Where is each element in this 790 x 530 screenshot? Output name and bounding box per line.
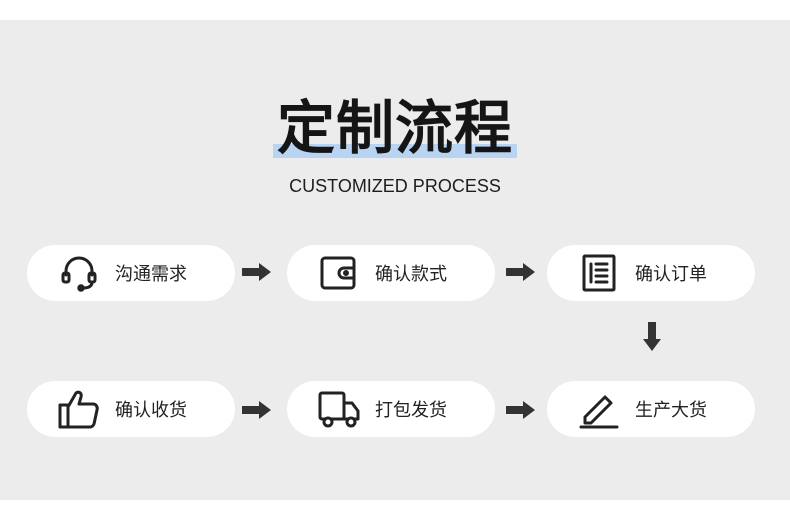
headset-icon: [57, 251, 101, 295]
arrow-right-icon: [242, 263, 271, 281]
page-subtitle: CUSTOMIZED PROCESS: [289, 176, 501, 196]
pen-edit-icon: [577, 387, 621, 431]
arrow-right-icon: [242, 401, 271, 419]
step-label: 确认款式: [375, 264, 447, 285]
arrow-down-icon: [643, 322, 661, 351]
step-communicate: 沟通需求: [27, 245, 235, 301]
title-wrap: 定制流程: [0, 96, 790, 160]
step-pack-ship: 打包发货: [287, 381, 495, 437]
arrow-right-icon: [506, 401, 535, 419]
arrow-right-icon: [506, 263, 535, 281]
step-label: 打包发货: [375, 400, 447, 421]
step-label: 确认订单: [635, 264, 707, 285]
delivery-truck-icon: [317, 387, 361, 431]
step-label: 沟通需求: [115, 264, 187, 285]
page-title: 定制流程: [272, 94, 517, 162]
thumbs-up-icon: [57, 387, 101, 431]
step-label: 生产大货: [635, 400, 707, 421]
step-confirm-order: 确认订单: [547, 245, 755, 301]
step-production: 生产大货: [547, 381, 755, 437]
step-confirm-receipt: 确认收货: [27, 381, 235, 437]
page-title-text: 定制流程: [276, 94, 513, 162]
wallet-icon: [317, 251, 361, 295]
title-highlight: [272, 144, 517, 158]
step-confirm-style: 确认款式: [287, 245, 495, 301]
step-label: 确认收货: [115, 400, 187, 421]
document-list-icon: [577, 251, 621, 295]
